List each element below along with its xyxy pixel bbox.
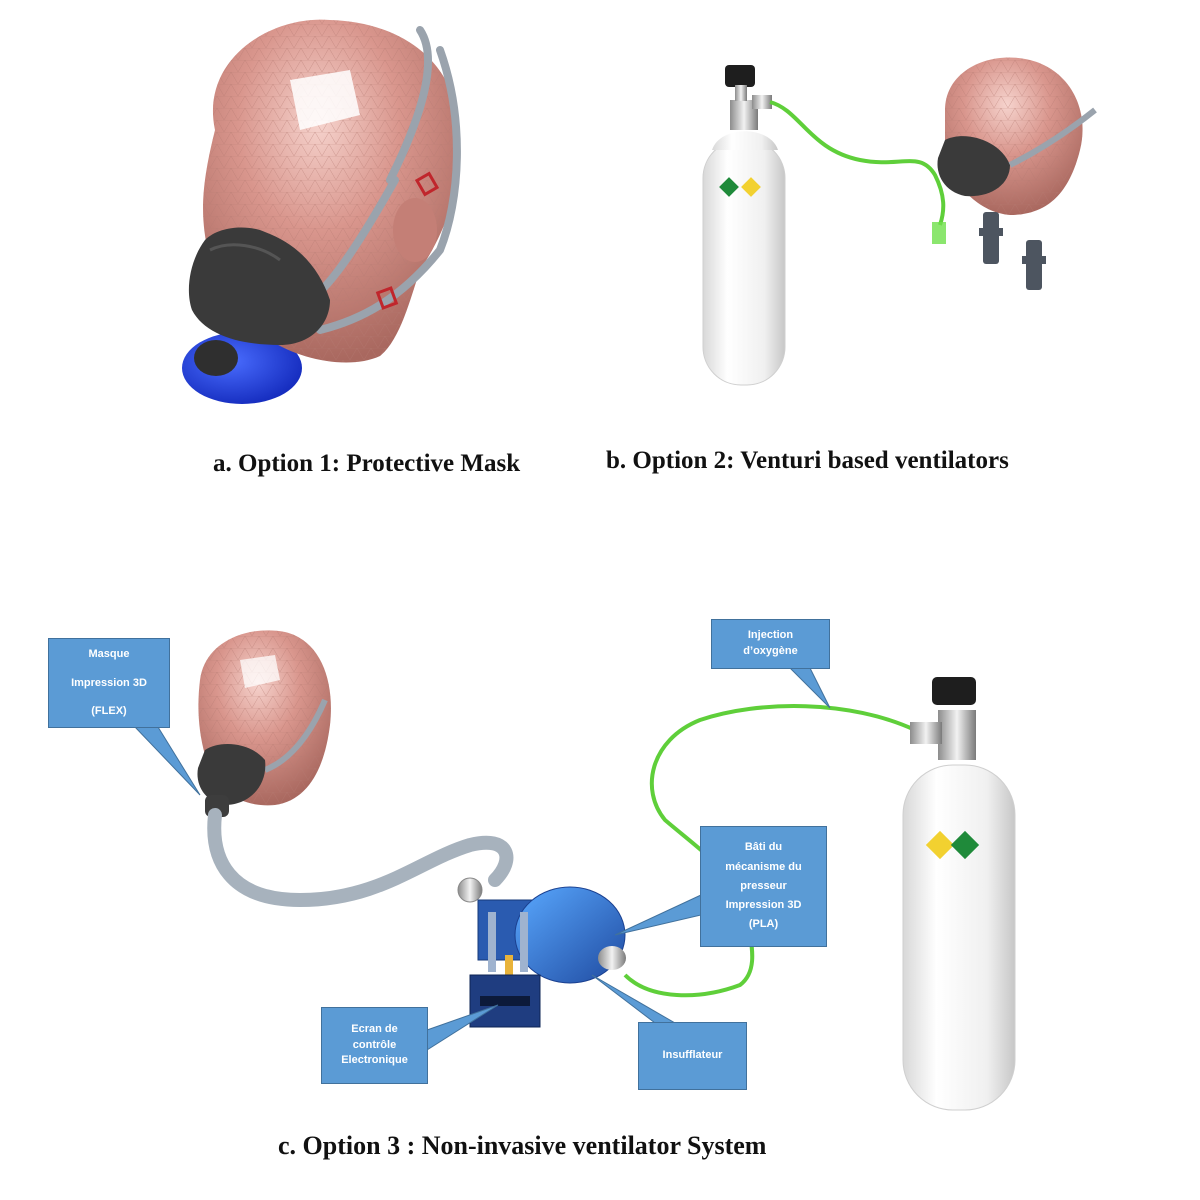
callout-line: Injection <box>747 629 794 642</box>
callout-line: (PLA) <box>748 918 779 931</box>
ear <box>393 198 437 262</box>
green-tube-c <box>623 704 916 998</box>
mask-c <box>197 744 266 805</box>
cylinder-valve <box>725 65 755 87</box>
mask-valve <box>194 340 238 376</box>
callout-line: (FLEX) <box>91 705 127 718</box>
callout-line: Electronique <box>341 1054 408 1067</box>
callout-line: Impression 3D <box>71 676 147 689</box>
highlight-c <box>240 655 280 688</box>
callout-line: Impression 3D <box>725 899 802 912</box>
caption-option-1: a. Option 1: Protective Mask <box>213 450 521 477</box>
callout-ecran-controle: Ecran de contrôle Electronique <box>321 1007 428 1084</box>
strap-lower <box>316 46 461 334</box>
panel-a-mask-illustration <box>182 19 461 404</box>
mask-body <box>188 227 330 345</box>
callout-line: Insufflateur <box>662 1049 723 1062</box>
oxygen-cylinder <box>702 139 786 386</box>
callout-line: Masque <box>88 648 130 661</box>
highlight <box>290 70 360 130</box>
oxygen-cylinder-c <box>902 764 1016 1111</box>
pointer-masque <box>133 726 201 796</box>
panel-c-system-illustration <box>133 630 1016 1111</box>
callout-line: Bâti du <box>744 841 783 854</box>
callout-insufflateur: Insufflateur <box>638 1022 747 1090</box>
insufflator-device <box>469 886 626 1028</box>
callout-line: d’oxygène <box>743 645 798 657</box>
callout-line: presseur <box>740 879 787 892</box>
callout-masque: Masque Impression 3D (FLEX) <box>48 638 170 728</box>
hose-connector <box>457 877 483 903</box>
caption-option-3: c. Option 3 : Non-invasive ventilator Sy… <box>278 1131 767 1160</box>
gray-hose <box>207 808 514 908</box>
cylinder-neck-c <box>938 710 976 760</box>
callout-line: contrôle <box>352 1038 397 1051</box>
pointer-bati <box>614 894 702 936</box>
caption-option-2: b. Option 2: Venturi based ventilators <box>606 447 1009 474</box>
venturi-parts <box>979 212 1046 290</box>
callout-bati-mecanisme: Bâti du mécanisme du presseur Impression… <box>700 826 827 947</box>
callout-line: mécanisme du <box>725 860 802 873</box>
hazard-label-c <box>925 830 980 860</box>
cylinder-valve-c <box>932 677 976 705</box>
strap-clip <box>414 171 440 197</box>
callout-line: Ecran de <box>351 1022 398 1035</box>
mask-b <box>937 136 1010 197</box>
pointer-injection <box>788 667 831 709</box>
green-tube <box>769 100 946 226</box>
panel-b-venturi-illustration <box>702 57 1097 386</box>
callout-injection-oxygene: Injection d’oxygène <box>711 619 830 669</box>
strap-clip <box>375 286 399 310</box>
